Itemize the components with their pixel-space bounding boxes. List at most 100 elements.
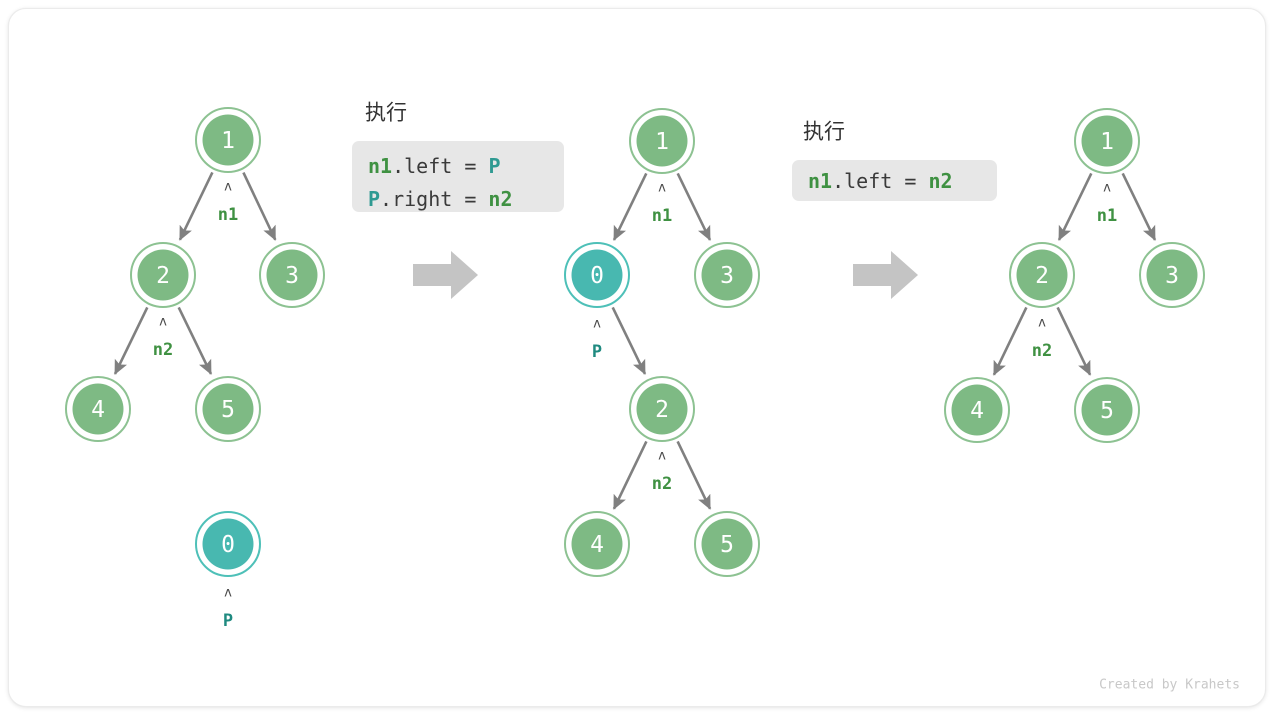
node-1-disc — [202, 114, 254, 166]
panel-middle-node-5[interactable]: 5 — [694, 511, 760, 577]
node-3-disc — [701, 249, 753, 301]
step-one-code-box — [352, 141, 564, 212]
node-0-disc — [571, 249, 623, 301]
node-4-outer-ring — [564, 511, 630, 577]
node-2-value: 2 — [1035, 263, 1049, 289]
node-4-value: 4 — [590, 532, 604, 558]
panel-after-pointer-n2: n2 — [1032, 341, 1052, 361]
panel-before-pointer-n1: n1 — [218, 205, 238, 225]
node-3-outer-ring — [1139, 242, 1205, 308]
node-1-disc — [636, 115, 688, 167]
node-2-value: 2 — [156, 263, 170, 289]
panel-before-node-2[interactable]: 2 — [130, 242, 196, 308]
panel-middle-node-0[interactable]: 0 — [564, 242, 630, 308]
transitions-layer — [413, 251, 918, 299]
panel-before-node-4[interactable]: 4 — [65, 376, 131, 442]
panel-middle-node-1[interactable]: 1 — [629, 108, 695, 174]
node-3-value: 3 — [1165, 263, 1179, 289]
step-one-code-line-1-token-0: n1 — [368, 154, 392, 178]
step-two-code-box — [792, 160, 997, 201]
node-3-disc — [266, 249, 318, 301]
panel-after-node-5[interactable]: 5 — [1074, 377, 1140, 443]
panel-before-pointer-p-caret: ʌ — [224, 586, 232, 601]
panel-before-edge-2-4 — [113, 306, 149, 375]
panel-before-edge-2-5 — [177, 306, 213, 375]
node-5-value: 5 — [221, 397, 235, 423]
panel-middle-edge-2-4 — [612, 440, 648, 510]
step-one-code-line-1: n1.left = P — [368, 154, 500, 178]
node-2-outer-ring — [629, 376, 695, 442]
node-5-disc — [1081, 384, 1133, 436]
panel-before-pointer-n1-caret: ʌ — [224, 180, 232, 195]
panel-middle-edges — [611, 172, 712, 510]
panel-after-node-1[interactable]: 1 — [1074, 108, 1140, 174]
transition-arrow-2 — [853, 251, 918, 299]
node-1-outer-ring — [195, 107, 261, 173]
node-0-detached-disc — [202, 518, 254, 570]
step-one-code-line-2-token-3: n2 — [488, 187, 512, 211]
node-2-disc — [1016, 249, 1068, 301]
node-1-value: 1 — [1100, 129, 1114, 155]
step-one-heading: 执行 — [365, 102, 407, 125]
step-two-code-line-1-token-1: .left — [832, 169, 892, 193]
panel-after-pointer-n1-caret: ʌ — [1103, 181, 1111, 196]
panel-after-nodes: 1 2 3 4 5 — [944, 108, 1205, 443]
step-two-code-line-1-token-3: n2 — [928, 169, 952, 193]
panel-middle-node-3[interactable]: 3 — [694, 242, 760, 308]
step-one-code-line-1-token-1: .left — [392, 154, 452, 178]
panel-after-pointer-n1: n1 — [1097, 206, 1117, 226]
panel-after-pointer-n2-caret: ʌ — [1038, 316, 1046, 331]
panel-middle-pointer-p-caret: ʌ — [593, 317, 601, 332]
node-1-value: 1 — [221, 128, 235, 154]
panel-middle-pointer-p: P — [592, 342, 602, 362]
panel-middle-pointer-n1: n1 — [652, 206, 672, 226]
panel-middle-pointer-n2-caret: ʌ — [658, 449, 666, 464]
panel-before-node-3[interactable]: 3 — [259, 242, 325, 308]
panel-before-node-0-detached[interactable]: 0 — [195, 511, 261, 577]
step-one-code-line-1-token-3: P — [488, 154, 500, 178]
panel-after-edge-1-2 — [1057, 172, 1093, 241]
node-4-outer-ring — [65, 376, 131, 442]
panel-before-node-1[interactable]: 1 — [195, 107, 261, 173]
panel-before-nodes: 1 2 3 4 5 0 — [65, 107, 325, 577]
panel-middle-pointer-n2: n2 — [652, 474, 672, 494]
panel-before-pointer-n2: n2 — [153, 340, 173, 360]
node-1-outer-ring — [629, 108, 695, 174]
node-2-disc — [137, 249, 189, 301]
node-3-disc — [1146, 249, 1198, 301]
node-3-outer-ring — [694, 242, 760, 308]
panel-after-edges — [992, 172, 1157, 376]
node-4-value: 4 — [91, 397, 105, 423]
node-4-disc — [951, 384, 1003, 436]
panel-after-node-4[interactable]: 4 — [944, 377, 1010, 443]
transition-arrow-1 — [413, 251, 478, 299]
panel-after-node-2[interactable]: 2 — [1009, 242, 1075, 308]
panel-before-edge-1-3 — [242, 171, 277, 241]
panel-before-edge-1-2 — [178, 171, 214, 241]
node-5-disc — [701, 518, 753, 570]
step-two-code-line-1: n1.left = n2 — [808, 169, 953, 193]
panel-after-node-3[interactable]: 3 — [1139, 242, 1205, 308]
node-2-value: 2 — [655, 397, 669, 423]
panel-before-node-5[interactable]: 5 — [195, 376, 261, 442]
panel-middle-node-4[interactable]: 4 — [564, 511, 630, 577]
panel-after-pointers: ʌ n1 ʌ n2 — [1032, 181, 1117, 362]
node-5-value: 5 — [1100, 398, 1114, 424]
step-two-code-line-1-token-0: n1 — [808, 169, 832, 193]
node-3-outer-ring — [259, 242, 325, 308]
panel-middle-node-2[interactable]: 2 — [629, 376, 695, 442]
node-5-value: 5 — [720, 532, 734, 558]
step-two-code-line-1-token-2: = — [892, 169, 928, 193]
panel-before-edges — [113, 171, 277, 375]
node-0-detached-value: 0 — [221, 532, 235, 558]
node-4-disc — [571, 518, 623, 570]
